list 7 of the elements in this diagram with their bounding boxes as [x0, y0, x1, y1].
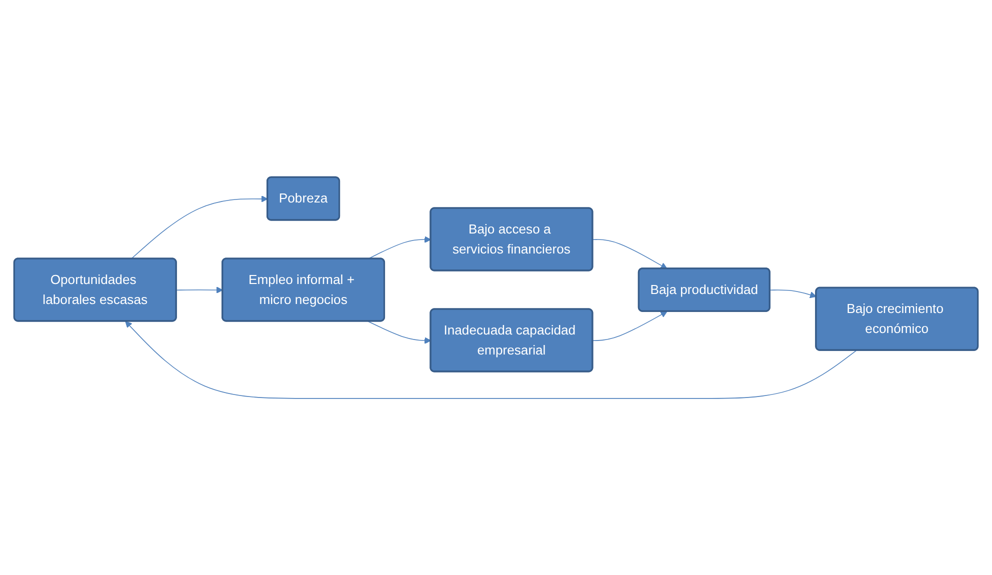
arrow: [770, 289, 817, 298]
arrow: [130, 195, 268, 259]
arrow: [592, 310, 668, 341]
arrow: [592, 238, 668, 269]
arrow: [368, 320, 432, 344]
arrow: [125, 320, 857, 399]
arrow: [176, 286, 224, 294]
